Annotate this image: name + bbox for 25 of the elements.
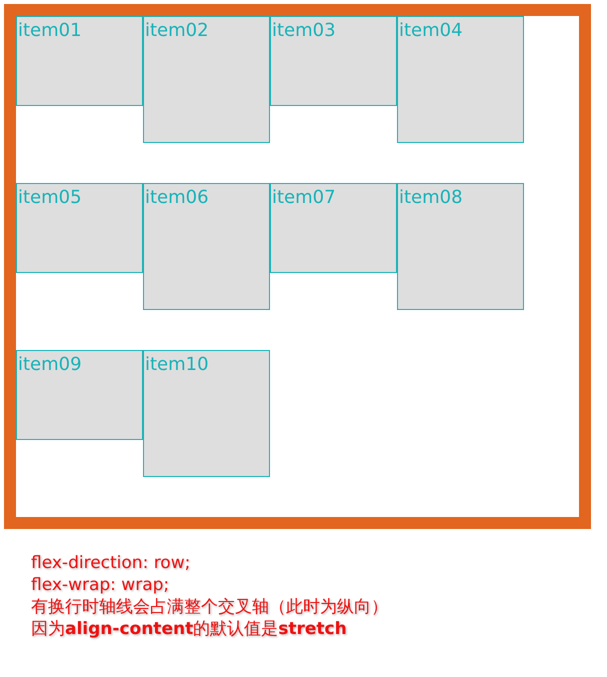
item-label: item02 xyxy=(145,20,209,42)
item-label: item09 xyxy=(18,354,82,376)
item-label: item08 xyxy=(399,187,463,209)
item-label: item10 xyxy=(145,354,209,376)
flex-item xyxy=(143,183,270,310)
note-text: flex-direction: row; xyxy=(31,552,192,574)
note-text: flex-wrap: wrap; xyxy=(31,574,170,596)
item-label: item06 xyxy=(145,187,209,209)
item-label: item01 xyxy=(18,20,82,42)
flex-item xyxy=(270,183,397,273)
flex-item xyxy=(143,350,270,477)
item-label: item07 xyxy=(272,187,336,209)
flex-item xyxy=(270,16,397,106)
item-label: item05 xyxy=(18,187,82,209)
flex-item xyxy=(397,16,524,143)
flex-item xyxy=(397,183,524,310)
flex-container xyxy=(4,4,591,529)
note-text: 因为align-content的默认值是stretch xyxy=(31,618,348,640)
flex-item xyxy=(16,350,143,440)
note-text: 有换行时轴线会占满整个交叉轴（此时为纵向） xyxy=(31,596,388,618)
item-label: item04 xyxy=(399,20,463,42)
item-label: item03 xyxy=(272,20,336,42)
flex-item xyxy=(143,16,270,143)
flex-item xyxy=(16,183,143,273)
flex-item xyxy=(16,16,143,106)
